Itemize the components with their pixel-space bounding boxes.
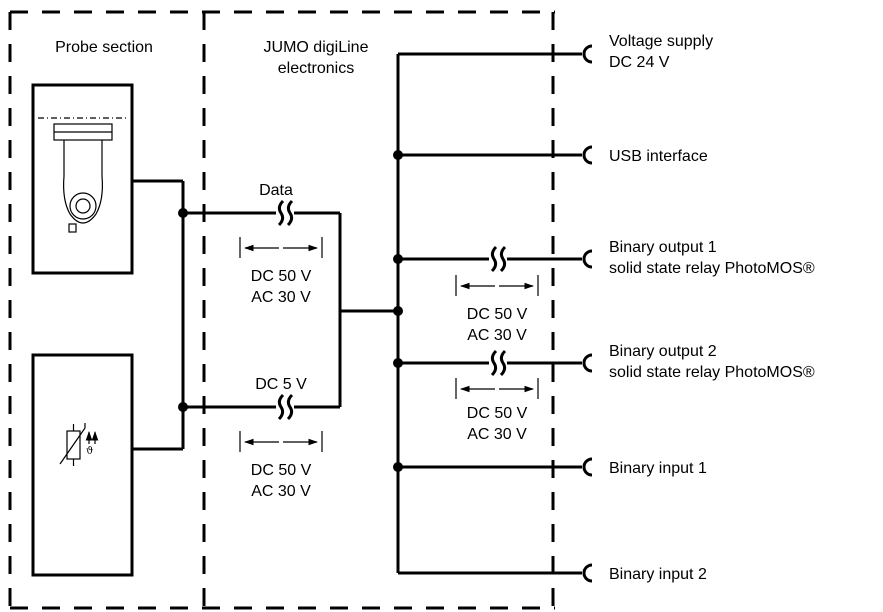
binary-output-1-desc: solid state relay PhotoMOS® <box>609 260 815 277</box>
electronics-title-line2: electronics <box>278 60 354 77</box>
isolation-ac-label: AC 30 V <box>467 426 527 443</box>
isolation-dc-label: DC 50 V <box>251 462 312 479</box>
terminal-icon <box>582 145 593 165</box>
isolation-break-data <box>277 199 294 227</box>
isolation-rating-out1: DC 50 V AC 30 V <box>455 275 539 344</box>
binary-input-2-label: Binary input 2 <box>609 566 707 583</box>
terminal-symbols <box>582 44 593 583</box>
terminal-icon <box>582 563 593 583</box>
probe-wiring <box>132 179 398 451</box>
signal-dc5-label: DC 5 V <box>255 376 307 393</box>
binary-output-2-desc: solid state relay PhotoMOS® <box>609 364 815 381</box>
isolation-ac-label: AC 30 V <box>467 327 527 344</box>
interface-lines <box>398 52 582 575</box>
signal-data-label: Data <box>259 182 293 199</box>
isolation-dc-label: DC 50 V <box>251 268 312 285</box>
usb-interface-label: USB interface <box>609 148 708 165</box>
junction-dot <box>393 306 403 316</box>
isolation-rating-data: DC 50 V AC 30 V <box>239 237 323 306</box>
terminal-icon <box>582 457 593 477</box>
probe-icon <box>38 117 128 233</box>
probe-section-title: Probe section <box>55 39 153 56</box>
isolation-ac-label: AC 30 V <box>251 289 311 306</box>
terminal-icon <box>582 353 593 373</box>
isolation-break-out1 <box>490 245 507 273</box>
isolation-break-dc5 <box>277 393 294 421</box>
binary-output-2-label: Binary output 2 <box>609 343 717 360</box>
isolation-ac-label: AC 30 V <box>251 483 311 500</box>
binary-output-1-label: Binary output 1 <box>609 239 717 256</box>
isolation-rating-out2: DC 50 V AC 30 V <box>455 378 539 443</box>
voltage-supply-label: Voltage supply <box>609 33 713 50</box>
section-boundaries <box>8 10 555 610</box>
terminal-icon <box>582 44 593 64</box>
isolation-rating-dc5: DC 50 V AC 30 V <box>239 431 323 500</box>
probe-sensor-box <box>31 83 134 275</box>
isolation-break-out2 <box>490 349 507 377</box>
thermistor-icon: ϑ <box>59 423 99 466</box>
voltage-supply-value: DC 24 V <box>609 54 670 71</box>
svg-text:ϑ: ϑ <box>86 446 93 457</box>
main-bus <box>393 54 403 573</box>
electronics-title-line1: JUMO digiLine <box>264 39 369 56</box>
temperature-sensor-box: ϑ <box>31 353 134 577</box>
isolation-dc-label: DC 50 V <box>467 306 528 323</box>
binary-input-1-label: Binary input 1 <box>609 460 707 477</box>
isolation-dc-label: DC 50 V <box>467 405 528 422</box>
terminal-icon <box>582 249 593 269</box>
